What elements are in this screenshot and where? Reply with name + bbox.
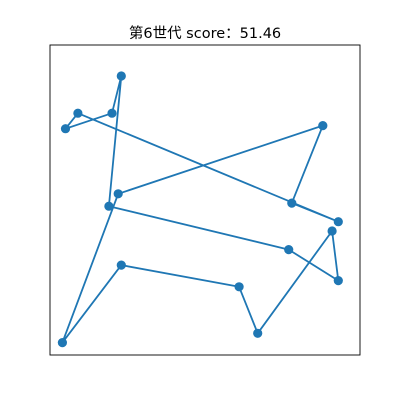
axes-frame bbox=[49, 44, 361, 356]
data-point-11 bbox=[73, 108, 83, 118]
data-point-3 bbox=[253, 328, 263, 338]
data-point-4 bbox=[327, 226, 337, 236]
data-point-5 bbox=[333, 276, 343, 286]
data-point-16 bbox=[57, 338, 67, 348]
data-point-10 bbox=[60, 124, 71, 134]
data-point-14 bbox=[318, 121, 328, 131]
data-point-8 bbox=[116, 71, 126, 81]
data-point-6 bbox=[284, 245, 294, 255]
series-layer bbox=[57, 71, 343, 348]
data-point-15 bbox=[113, 189, 123, 199]
data-point-1 bbox=[116, 260, 126, 270]
plot-area bbox=[49, 44, 361, 356]
data-point-7 bbox=[104, 201, 114, 211]
data-point-12 bbox=[333, 217, 343, 227]
data-point-2 bbox=[234, 282, 244, 292]
data-point-13 bbox=[287, 198, 297, 208]
data-point-9 bbox=[107, 108, 117, 118]
chart-title: 第6世代 score：51.46 bbox=[129, 24, 281, 42]
